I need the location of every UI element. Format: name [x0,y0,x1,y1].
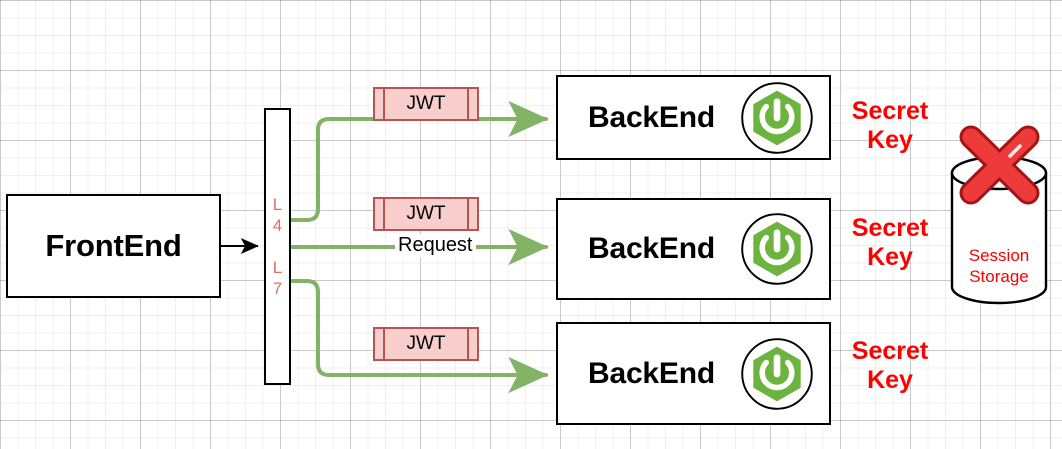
backend-node-2[interactable]: BackEnd [556,198,831,300]
token-notch-right-icon [467,199,469,229]
spring-boot-icon [740,212,814,286]
jwt-token-2[interactable]: JWT [373,197,479,231]
secret-key-label-2: Secret Key [851,214,929,271]
backend-label: BackEnd [588,100,715,134]
token-notch-right-icon [467,89,469,119]
request-edge-label: Request [395,234,476,257]
jwt-label: JWT [406,93,446,114]
token-notch-right-icon [467,329,469,359]
backend-node-1[interactable]: BackEnd [556,75,831,160]
frontend-node[interactable]: FrontEnd [6,194,221,298]
token-notch-left-icon [383,199,385,229]
load-balancer-node[interactable]: L 4 L 7 [264,108,291,385]
secret-key-label-3: Secret Key [851,337,929,394]
token-notch-left-icon [383,89,385,119]
backend-node-3[interactable]: BackEnd [556,322,831,425]
session-storage-node[interactable]: Session Storage [940,125,1058,320]
jwt-label: JWT [406,203,446,224]
load-balancer-label: L 4 L 7 [272,195,283,298]
red-x-cross-icon [959,125,1040,205]
spring-boot-icon [740,337,814,411]
jwt-token-1[interactable]: JWT [373,87,479,121]
spring-boot-icon [740,81,814,155]
frontend-label: FrontEnd [45,228,182,263]
backend-label: BackEnd [588,356,715,390]
jwt-label: JWT [406,333,446,354]
jwt-token-3[interactable]: JWT [373,327,479,361]
backend-label: BackEnd [588,232,715,265]
session-storage-label: Session Storage [968,246,1030,286]
token-notch-left-icon [383,329,385,359]
database-cylinder-icon [950,125,1048,305]
secret-key-label-1: Secret Key [851,97,929,154]
